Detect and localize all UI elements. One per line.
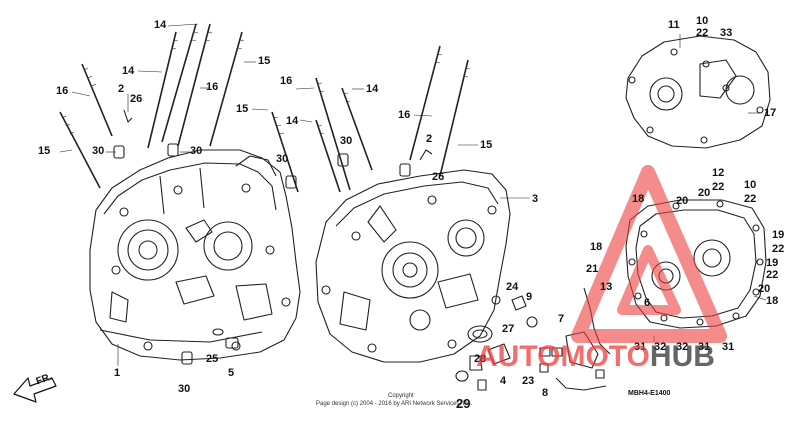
callout-14: 14 xyxy=(366,83,379,95)
top-right-cover xyxy=(625,35,771,149)
callout-12: 12 xyxy=(712,167,725,179)
callout-33: 33 xyxy=(720,27,733,39)
callout-25: 25 xyxy=(206,353,219,365)
callout-32: 32 xyxy=(676,341,689,353)
callout-3: 3 xyxy=(532,193,539,205)
callout-19: 19 xyxy=(766,257,779,269)
callout-6: 6 xyxy=(644,297,651,309)
callout-14: 14 xyxy=(154,19,167,31)
callout-32: 32 xyxy=(654,341,667,353)
right-crankcase-half xyxy=(315,169,511,363)
callout-15: 15 xyxy=(38,145,51,157)
callout-15: 15 xyxy=(258,55,271,67)
callout-16: 16 xyxy=(398,109,411,121)
watermark-brand-right: HUB xyxy=(649,340,715,373)
callout-30: 30 xyxy=(276,153,289,165)
callout-15: 15 xyxy=(480,139,493,151)
callout-2: 2 xyxy=(426,133,433,145)
copyright-line1: Copyright xyxy=(388,393,414,399)
callout-9: 9 xyxy=(526,291,533,303)
stud-threads-right xyxy=(317,53,471,135)
callout-1: 1 xyxy=(114,367,121,379)
callout-16: 16 xyxy=(56,85,69,97)
callout-22: 22 xyxy=(766,269,779,281)
front-arrow-icon xyxy=(13,377,57,403)
callout-5: 5 xyxy=(228,367,235,379)
callout-20: 20 xyxy=(758,283,771,295)
callout-28: 28 xyxy=(474,353,487,365)
callout-30: 30 xyxy=(92,145,105,157)
callout-30: 30 xyxy=(340,135,353,147)
studs-right xyxy=(315,45,469,193)
callout-18: 18 xyxy=(632,193,645,205)
callout-22: 22 xyxy=(772,243,785,255)
callout-14: 14 xyxy=(286,115,299,127)
lower-right-cover xyxy=(625,199,767,329)
watermark-brand-mid: MOTO xyxy=(560,340,650,373)
callout-31: 31 xyxy=(698,341,711,353)
callout-21: 21 xyxy=(586,263,599,275)
callout-27: 27 xyxy=(502,323,515,335)
callout-22: 22 xyxy=(696,27,709,39)
callout-18: 18 xyxy=(590,241,603,253)
callout-20: 20 xyxy=(698,187,711,199)
callout-23: 23 xyxy=(522,375,535,387)
studs-left xyxy=(59,23,299,193)
watermark-logo xyxy=(571,165,727,343)
callout-8: 8 xyxy=(542,387,549,399)
callout-7: 7 xyxy=(558,313,565,325)
callout-14: 14 xyxy=(122,65,135,77)
callout-18: 18 xyxy=(766,295,779,307)
callout-4: 4 xyxy=(500,375,507,387)
callout-22: 22 xyxy=(712,181,725,193)
callout-31: 31 xyxy=(634,341,647,353)
callout-19: 19 xyxy=(772,229,785,241)
stud-threads-left xyxy=(61,31,285,135)
callout-31: 31 xyxy=(722,341,735,353)
callout-10: 10 xyxy=(744,179,757,191)
callout-20: 20 xyxy=(676,195,689,207)
part-code: MBH4-E1400 xyxy=(628,390,671,397)
callout-29: 29 xyxy=(456,396,471,411)
callout-11: 11 xyxy=(668,19,680,31)
left-crankcase-half xyxy=(89,149,301,361)
callout-16: 16 xyxy=(280,75,293,87)
dowel-pins xyxy=(113,109,433,365)
callout-30: 30 xyxy=(178,383,191,395)
callout-10: 10 xyxy=(696,15,709,27)
callout-24: 24 xyxy=(506,281,519,293)
callout-16: 16 xyxy=(206,81,219,93)
callout-26: 26 xyxy=(130,93,143,105)
callout-26: 26 xyxy=(432,171,445,183)
callout-17: 17 xyxy=(764,107,777,119)
callout-15: 15 xyxy=(236,103,249,115)
callout-30: 30 xyxy=(190,145,203,157)
copyright-line2: Page design (c) 2004 - 2016 by ARI Netwo… xyxy=(316,401,473,407)
callout-22: 22 xyxy=(744,193,757,205)
watermark-brand-left: AUTO xyxy=(476,340,561,373)
leader-lines xyxy=(59,23,767,366)
callout-13: 13 xyxy=(600,281,613,293)
watermark-brand: AUTOMOTOHUB xyxy=(476,340,715,374)
callout-2: 2 xyxy=(118,83,125,95)
